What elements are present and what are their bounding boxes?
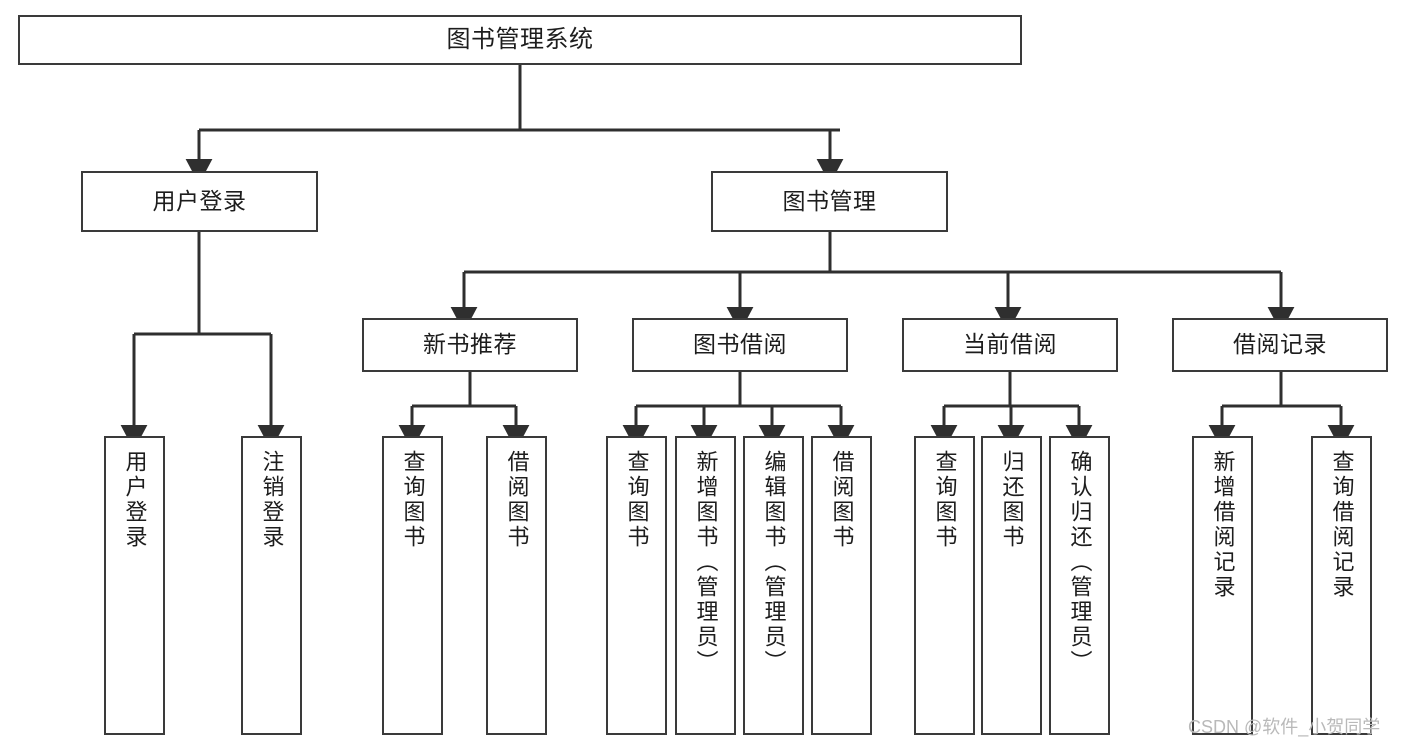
node-label: 新增图书（管理员） [693, 450, 719, 675]
leaf-current-borrow-confirm-return[interactable]: 确认归还（管理员） [1049, 436, 1110, 735]
leaf-user-login-signin[interactable]: 用户登录 [104, 436, 165, 735]
node-label: 图书管理系统 [446, 25, 594, 53]
leaf-new-book-query[interactable]: 查询图书 [382, 436, 443, 735]
leaf-current-borrow-query[interactable]: 查询图书 [914, 436, 975, 735]
leaf-borrow-record-query[interactable]: 查询借阅记录 [1311, 436, 1372, 735]
leaf-user-login-signout[interactable]: 注销登录 [241, 436, 302, 735]
node-label: 图书借阅 [693, 331, 787, 358]
node-label: 查询图书 [400, 450, 426, 550]
leaf-book-borrow-lend[interactable]: 借阅图书 [811, 436, 872, 735]
node-label: 图书管理 [782, 187, 877, 214]
node-label: 借阅记录 [1233, 331, 1327, 358]
node-label: 用户登录 [122, 450, 148, 550]
node-label: 查询图书 [624, 450, 650, 550]
node-label: 归还图书 [999, 450, 1025, 550]
node-label: 用户登录 [152, 187, 247, 214]
node-label: 借阅图书 [829, 450, 855, 550]
csdn-watermark: CSDN @软件_小贺同学 [1188, 717, 1381, 737]
node-new-book-recommend[interactable]: 新书推荐 [362, 318, 578, 372]
leaf-new-book-borrow[interactable]: 借阅图书 [486, 436, 547, 735]
node-label: 新书推荐 [423, 331, 517, 358]
leaf-current-borrow-return[interactable]: 归还图书 [981, 436, 1042, 735]
leaf-book-borrow-query[interactable]: 查询图书 [606, 436, 667, 735]
node-current-borrow[interactable]: 当前借阅 [902, 318, 1118, 372]
node-label: 注销登录 [259, 450, 285, 550]
leaf-borrow-record-add[interactable]: 新增借阅记录 [1192, 436, 1253, 735]
leaf-book-borrow-edit[interactable]: 编辑图书（管理员） [743, 436, 804, 735]
node-label: 新增借阅记录 [1210, 450, 1236, 600]
node-label: 借阅图书 [504, 450, 530, 550]
node-label: 查询借阅记录 [1329, 450, 1355, 600]
leaf-book-borrow-add[interactable]: 新增图书（管理员） [675, 436, 736, 735]
node-book-borrow[interactable]: 图书借阅 [632, 318, 848, 372]
node-label: 编辑图书（管理员） [761, 450, 787, 675]
node-borrow-record[interactable]: 借阅记录 [1172, 318, 1388, 372]
node-label: 查询图书 [932, 450, 958, 550]
node-user-login[interactable]: 用户登录 [81, 171, 318, 232]
node-book-management-system[interactable]: 图书管理系统 [18, 15, 1022, 65]
node-label: 当前借阅 [963, 331, 1057, 358]
node-book-management[interactable]: 图书管理 [711, 171, 948, 232]
node-label: 确认归还（管理员） [1067, 450, 1093, 675]
